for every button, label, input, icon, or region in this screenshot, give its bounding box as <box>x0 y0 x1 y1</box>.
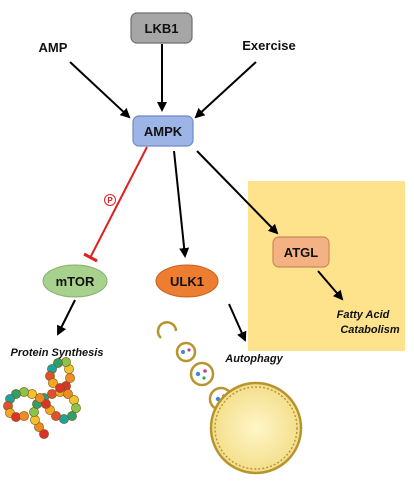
fatty-acid-label: Fatty Acid <box>337 309 390 321</box>
catabolism-label: Catabolism <box>340 324 400 336</box>
protein-bead <box>41 399 51 409</box>
atgl-node: ATGL <box>272 236 330 268</box>
protein-bead <box>69 395 79 405</box>
autophagy-label: Autophagy <box>224 353 283 365</box>
protein-bead <box>19 411 29 421</box>
lkb1-node: LKB1 <box>130 12 193 44</box>
arrow-amp-to-ampk <box>69 61 131 119</box>
inhibition-ampk-to-mtor <box>89 146 148 259</box>
ampk-label: AMPK <box>144 124 183 139</box>
protein-chain-illustration <box>3 357 81 439</box>
exercise-label: Exercise <box>242 38 296 53</box>
arrow-mtor-to-protein-synthesis <box>57 299 76 336</box>
protein-bead <box>63 389 73 399</box>
protein-bead <box>48 378 58 388</box>
protein-bead <box>65 373 75 383</box>
protein-bead <box>51 411 61 421</box>
mtor-node: mTOR <box>42 264 108 298</box>
svg-text:P: P <box>107 196 113 205</box>
autophagy-illustration <box>156 321 303 475</box>
arrow-exercise-to-ampk <box>194 61 257 119</box>
inhibition-bar <box>83 252 98 263</box>
protein-bead <box>47 389 57 399</box>
protein-bead <box>55 383 65 393</box>
ulk1-label: ULK1 <box>170 274 204 289</box>
mtor-label: mTOR <box>56 274 95 289</box>
arrow-ampk-to-atgl <box>196 150 279 235</box>
ampk-node: AMPK <box>132 115 194 147</box>
protein-bead <box>53 358 63 368</box>
protein-bead <box>35 393 45 403</box>
protein-bead <box>39 429 49 439</box>
amp-label: AMP <box>39 40 68 55</box>
protein-bead <box>19 387 29 397</box>
atgl-label: ATGL <box>284 245 318 260</box>
ulk1-node: ULK1 <box>155 264 219 298</box>
phospho-marker: P <box>104 194 116 206</box>
protein-bead <box>71 403 81 413</box>
arrow-ampk-to-ulk1 <box>173 150 190 258</box>
protein-synthesis-label: Protein Synthesis <box>11 347 104 359</box>
lkb1-label: LKB1 <box>145 21 179 36</box>
arrow-atgl-to-fatty-acid <box>317 270 344 301</box>
protein-bead <box>27 389 37 399</box>
arrow-ulk1-to-autophagy <box>228 303 247 342</box>
